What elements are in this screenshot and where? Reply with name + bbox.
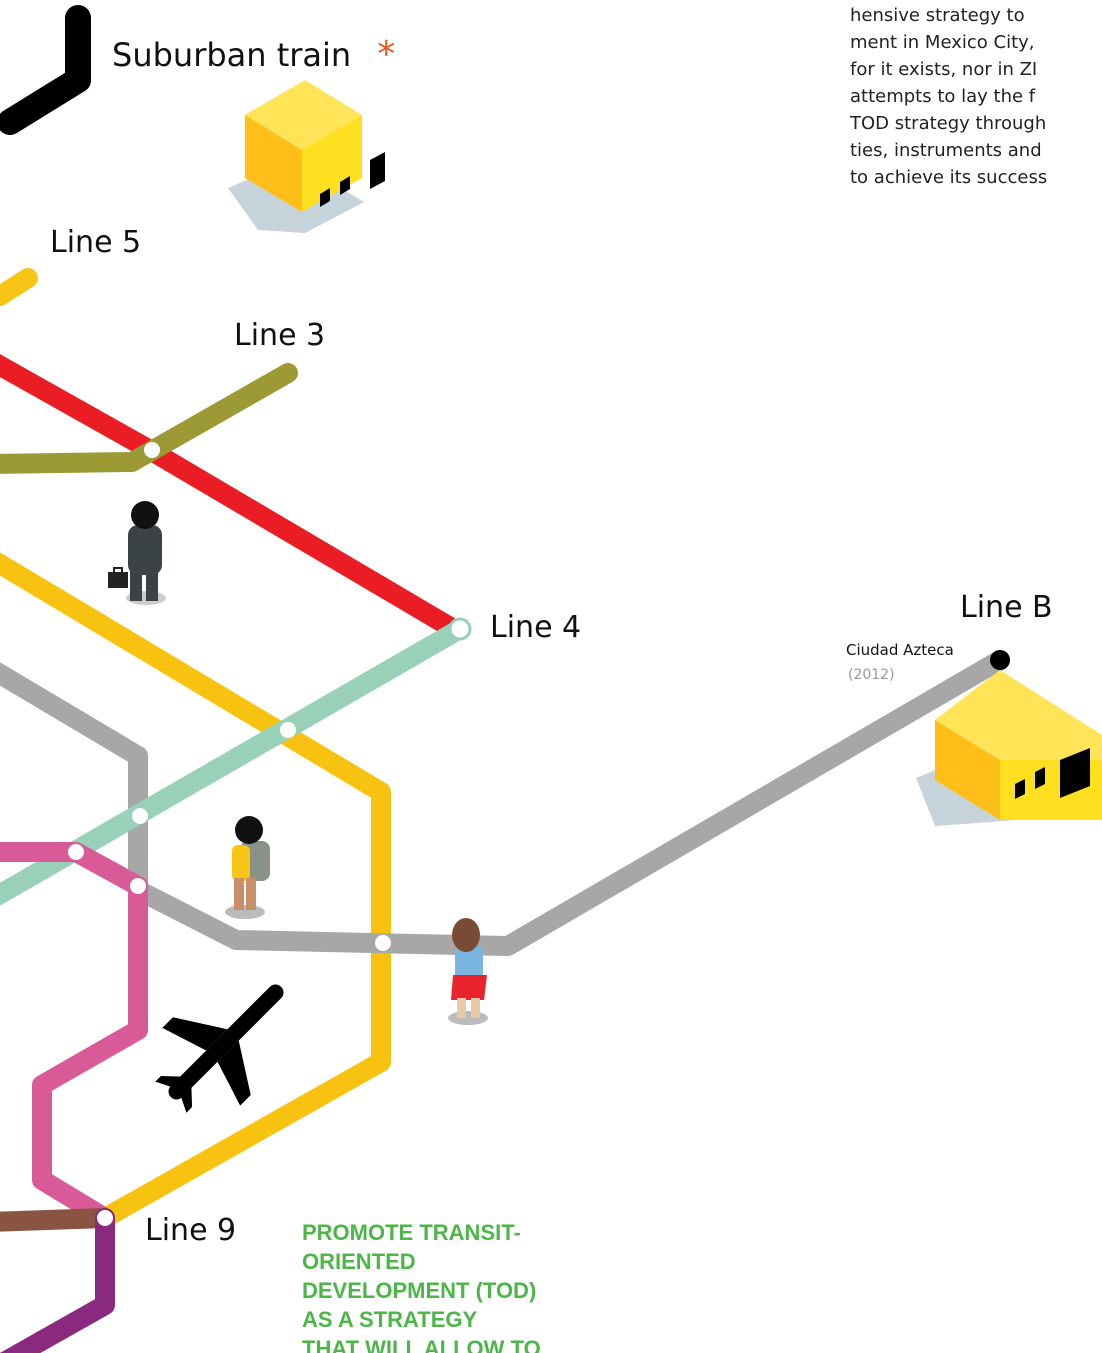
headline-line: PROMOTE TRANSIT- — [302, 1220, 521, 1245]
headline-line: DEVELOPMENT (TOD) — [302, 1278, 537, 1303]
line-b-label: Line B — [960, 590, 1053, 625]
line-9-track — [0, 1208, 115, 1232]
line-5 — [0, 268, 38, 306]
station-interchange — [97, 1210, 113, 1226]
yellow-line — [0, 552, 391, 1228]
suburban-train-label: Suburban train * — [112, 34, 395, 75]
line-3 — [0, 363, 298, 474]
building-icon — [228, 80, 385, 233]
station-interchange — [144, 442, 160, 458]
businessman-icon — [108, 501, 166, 605]
station-interchange — [280, 722, 296, 738]
paragraph-line: attempts to lay the f — [850, 86, 1036, 107]
asterisk-icon: * — [377, 34, 396, 75]
station-year: (2012) — [848, 667, 895, 683]
backpacker-icon — [225, 816, 270, 919]
line-b — [0, 650, 1010, 956]
paragraph-line: ties, instruments and — [850, 140, 1042, 161]
suburban-train-text: Suburban train — [112, 36, 352, 74]
paragraph-line: ment in Mexico City, — [850, 32, 1035, 53]
intro-paragraph: hensive strategy to ment in Mexico City,… — [850, 2, 1102, 191]
station-interchange — [375, 935, 391, 951]
suburban-train-line — [0, 5, 91, 135]
line-5-label: Line 5 — [50, 225, 142, 260]
purple-line — [0, 1208, 115, 1353]
headline-line: THAT WILL ALLOW TO — [302, 1336, 541, 1353]
tod-headline: PROMOTE TRANSIT- ORIENTED DEVELOPMENT (T… — [302, 1218, 602, 1353]
headline-line: ORIENTED — [302, 1249, 416, 1274]
paragraph-line: hensive strategy to — [850, 5, 1025, 26]
paragraph-line: to achieve its success — [850, 167, 1048, 188]
station-interchange — [130, 878, 146, 894]
headline-line: AS A STRATEGY — [302, 1307, 478, 1332]
station-line4-terminal — [448, 617, 472, 641]
station-ciudad-azteca — [990, 650, 1010, 670]
building-icon — [916, 670, 1102, 826]
line-4-label: Line 4 — [490, 610, 582, 645]
station-interchange — [68, 844, 84, 860]
paragraph-line: TOD strategy through — [850, 113, 1047, 134]
paragraph-line: for it exists, nor in ZI — [850, 59, 1038, 80]
line-3-label: Line 3 — [234, 318, 326, 353]
pink-line — [0, 842, 148, 1228]
airplane-icon — [155, 984, 284, 1113]
line-9-label: Line 9 — [145, 1213, 237, 1248]
station-interchange — [132, 808, 148, 824]
station-name: Ciudad Azteca — [846, 641, 954, 659]
woman-icon — [448, 918, 488, 1025]
